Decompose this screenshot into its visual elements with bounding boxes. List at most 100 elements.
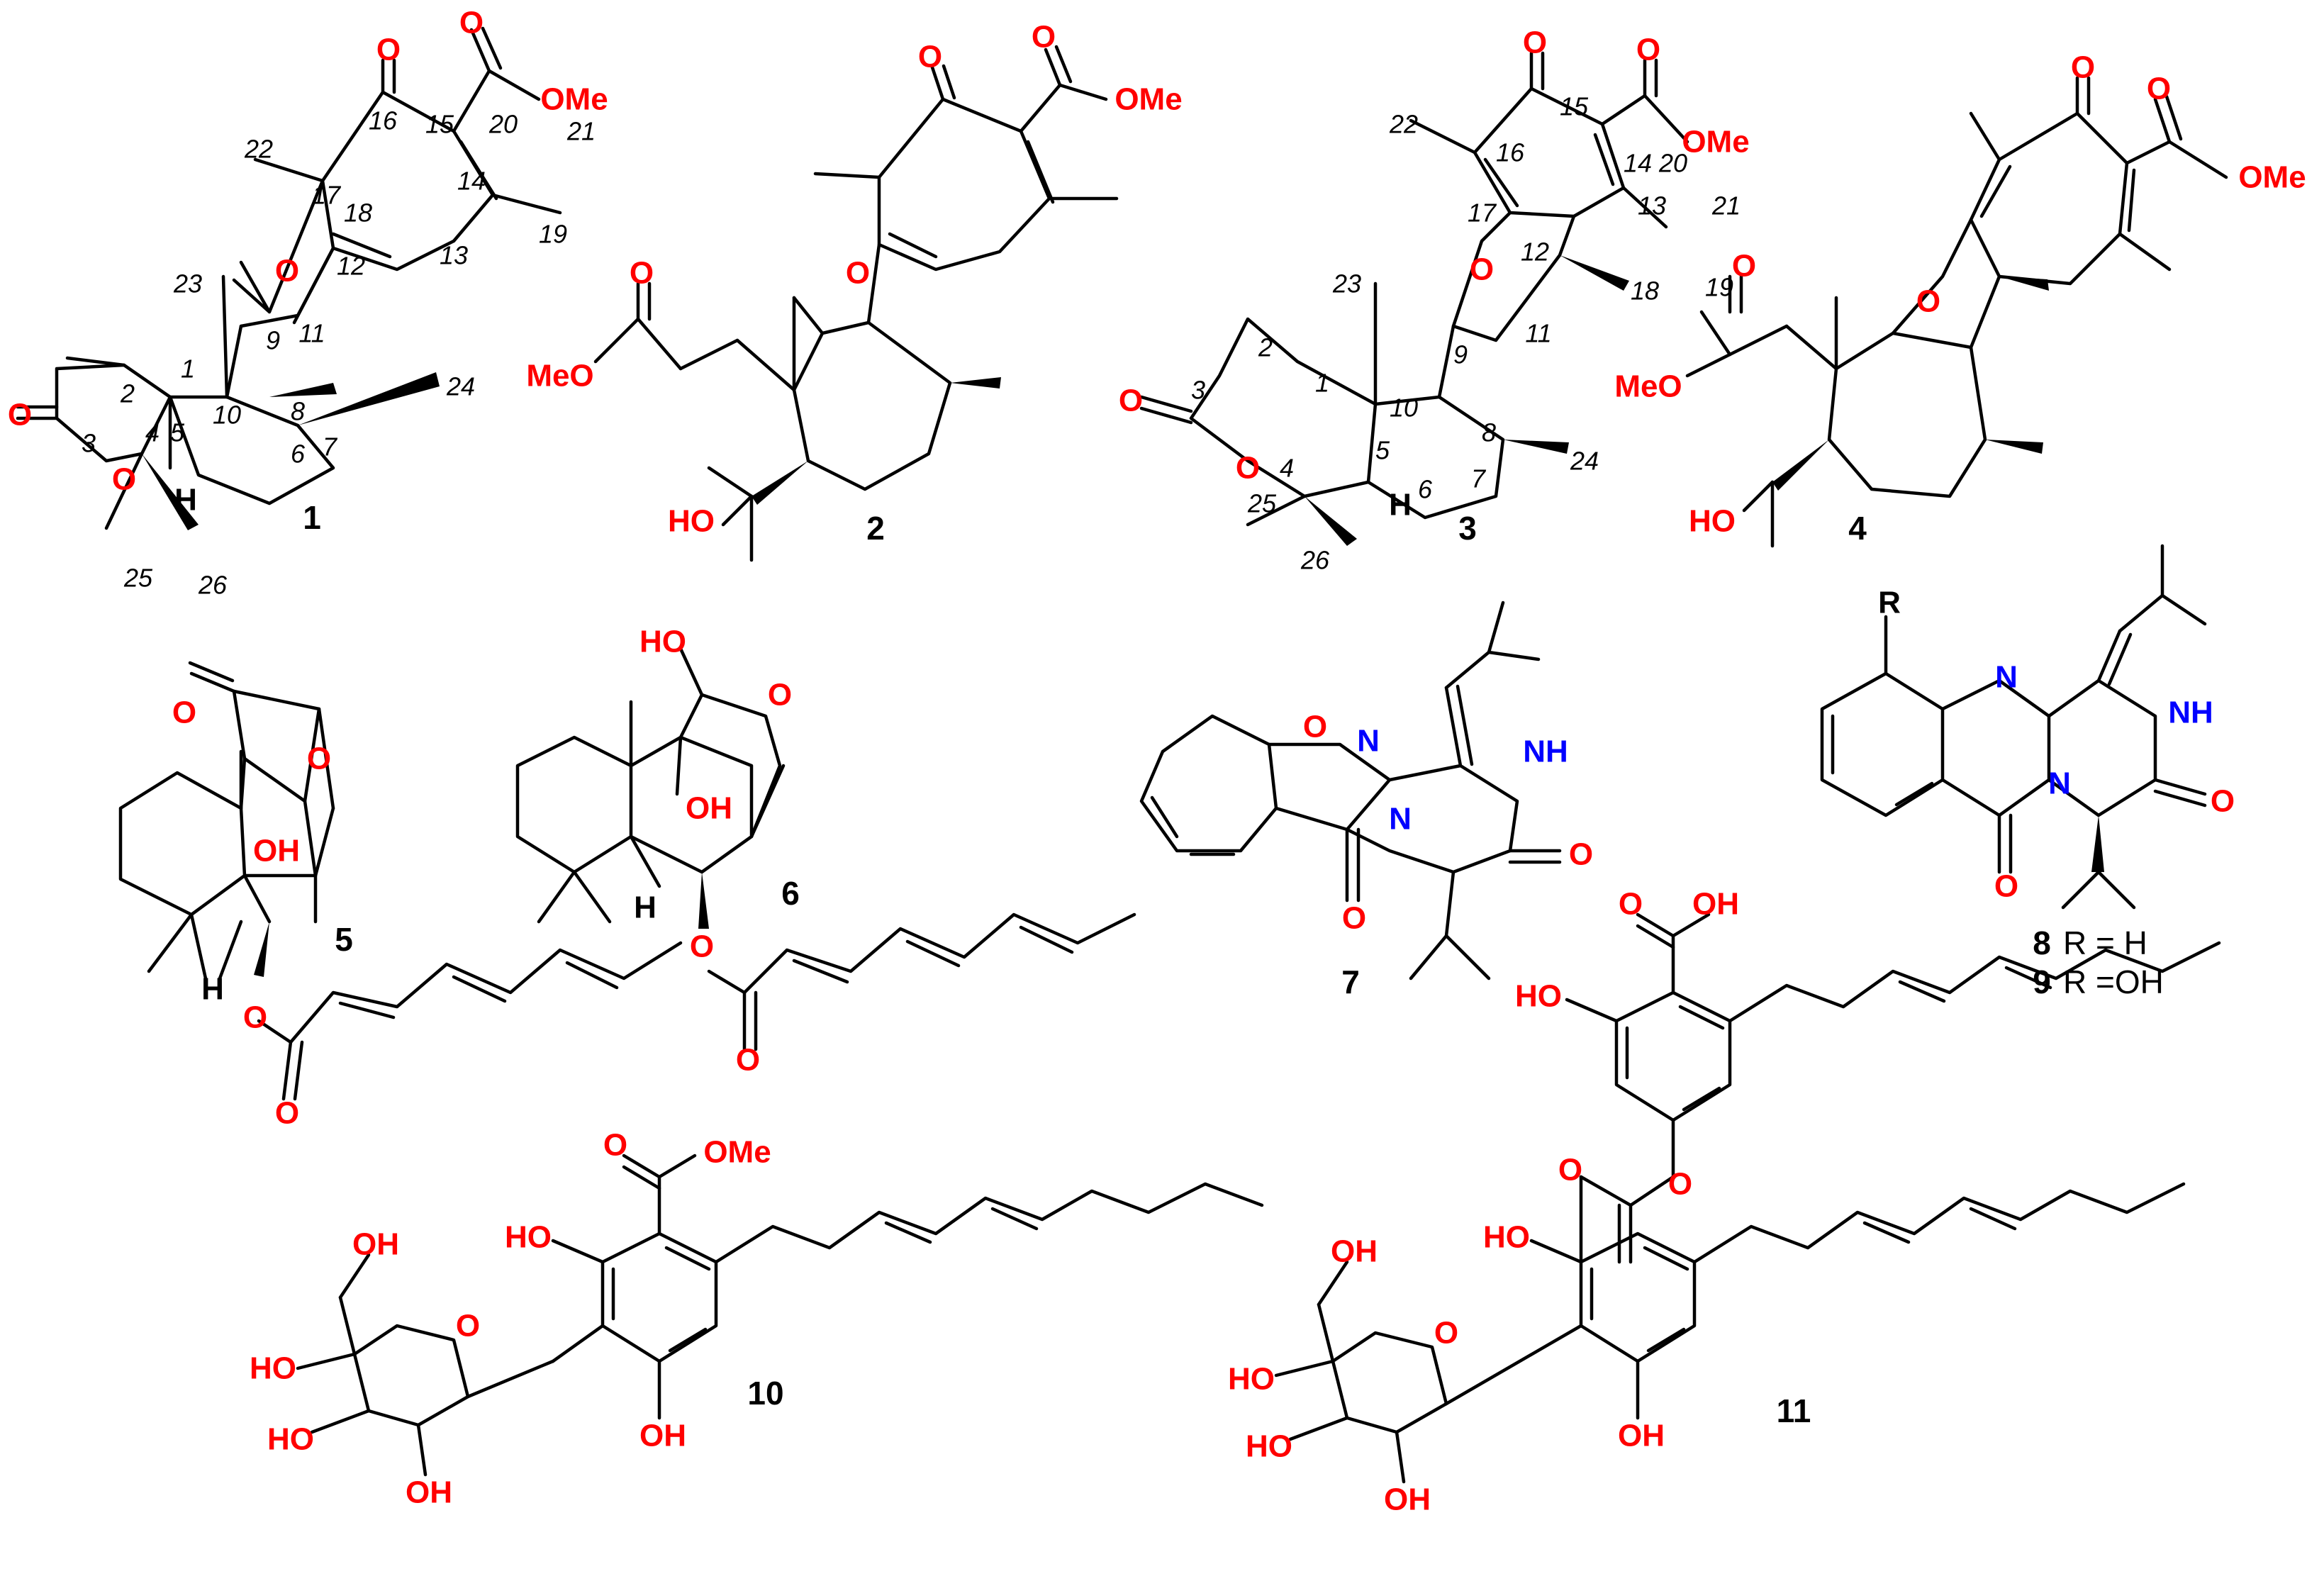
compound-4: O O OMe O O MeO HO 4 (1614, 50, 2306, 548)
r-group-label: R = H (2063, 924, 2147, 961)
atom-o: O (1569, 837, 1593, 872)
atom-o: O (2211, 784, 2235, 819)
atom-o: O (1558, 1153, 1582, 1188)
atom-o: O (1668, 1167, 1692, 1202)
svg-text:7: 7 (323, 432, 338, 462)
svg-text:11: 11 (298, 319, 325, 348)
atom-ho: HO (505, 1220, 552, 1255)
atom-o: O (1636, 33, 1660, 67)
svg-text:26: 26 (198, 571, 228, 600)
svg-text:4: 4 (1280, 454, 1294, 483)
svg-text:9: 9 (1453, 340, 1468, 369)
svg-text:20: 20 (1658, 149, 1687, 178)
svg-text:24: 24 (1570, 447, 1599, 476)
compound-number: 5 (335, 921, 353, 958)
atom-ome: OMe (2238, 160, 2306, 195)
atom-o: O (2071, 50, 2095, 85)
svg-text:8: 8 (291, 397, 305, 426)
svg-text:25: 25 (1247, 489, 1277, 518)
atom-ome: OMe (703, 1135, 771, 1170)
atom-o: O (1619, 887, 1643, 922)
compound-number: 8 (2033, 924, 2051, 961)
svg-text:9: 9 (266, 326, 280, 355)
svg-text:6: 6 (1418, 475, 1433, 504)
svg-text:22: 22 (1389, 110, 1418, 139)
atom-ho: HO (1246, 1429, 1292, 1464)
svg-text:23: 23 (1332, 269, 1361, 298)
svg-text:20: 20 (488, 110, 518, 139)
svg-text:18: 18 (1631, 276, 1659, 306)
atom-o: O (1303, 710, 1327, 744)
compound-number: 6 (781, 875, 800, 912)
atom-oh: OH (1692, 887, 1739, 922)
atom-o: O (376, 33, 401, 67)
svg-text:21: 21 (1711, 191, 1741, 220)
atom-o: O (1342, 901, 1366, 936)
compound-number: 11 (1777, 1392, 1811, 1429)
compound-2: O O OMe O O MeO HO 2 (526, 20, 1183, 562)
atom-oh: OH (1618, 1419, 1665, 1453)
compound-number: 10 (747, 1375, 783, 1412)
atom-n: N (2048, 766, 2071, 801)
atom-o: O (456, 1309, 480, 1343)
compound-6: HO O OH H O O 6 (515, 625, 1136, 1078)
svg-text:3: 3 (82, 429, 96, 458)
atom-h: H (174, 483, 197, 518)
atom-o: O (1916, 284, 1940, 319)
atom-oh: OH (1384, 1482, 1431, 1517)
svg-text:17: 17 (1468, 199, 1497, 228)
svg-text:2: 2 (120, 379, 135, 408)
atom-h: H (1389, 488, 1412, 523)
atom-ome: OMe (1682, 125, 1749, 160)
svg-text:17: 17 (312, 181, 342, 210)
svg-text:2: 2 (1258, 333, 1273, 362)
svg-text:4: 4 (145, 418, 160, 447)
atom-o: O (690, 929, 714, 964)
svg-text:10: 10 (1390, 393, 1418, 423)
atom-ho: HO (250, 1351, 296, 1386)
atom-oh: OH (686, 791, 732, 826)
atom-n: N (1357, 724, 1380, 759)
atom-meo: MeO (1614, 369, 1682, 404)
carbon-numbering: 1 2 3 4 5 6 7 8 9 10 11 12 13 14 15 16 1… (1191, 92, 1741, 575)
svg-text:26: 26 (1300, 546, 1330, 575)
atom-ho: HO (267, 1422, 314, 1457)
atom-o: O (1994, 869, 2018, 904)
svg-text:14: 14 (1624, 149, 1652, 178)
svg-text:15: 15 (1560, 92, 1589, 121)
atom-o: O (275, 254, 299, 289)
svg-text:22: 22 (244, 135, 273, 164)
atom-o: O (1732, 249, 1756, 284)
svg-text:16: 16 (1496, 138, 1525, 167)
svg-text:11: 11 (1525, 319, 1551, 348)
compound-5: O O OH H O O 5 (118, 661, 683, 1131)
svg-text:5: 5 (1375, 436, 1390, 465)
svg-text:13: 13 (1638, 191, 1666, 220)
atom-o: O (1119, 384, 1143, 418)
svg-text:6: 6 (291, 440, 306, 469)
svg-text:7: 7 (1471, 464, 1487, 493)
svg-text:5: 5 (170, 418, 185, 447)
r-group-label: R =OH (2063, 963, 2164, 1000)
atom-h: H (634, 890, 657, 925)
atom-o: O (1523, 26, 1547, 60)
atom-ho: HO (1228, 1362, 1275, 1397)
svg-text:1: 1 (1315, 369, 1329, 398)
svg-text:12: 12 (337, 252, 365, 281)
atom-o: O (630, 256, 654, 291)
compound-7: O N NH N O O 7 (1139, 600, 1593, 1000)
atom-o: O (1470, 252, 1494, 287)
atom-ho: HO (1483, 1220, 1530, 1255)
atom-oh: OH (352, 1227, 399, 1262)
atom-o: O (1032, 20, 1056, 55)
atom-ho: HO (639, 625, 686, 659)
atom-oh: OH (253, 834, 300, 868)
svg-text:8: 8 (1482, 418, 1496, 447)
atom-o: O (846, 256, 870, 291)
atom-nh: NH (2168, 695, 2213, 730)
atom-ho: HO (668, 504, 715, 539)
atom-o: O (459, 6, 484, 40)
compound-number: 4 (1848, 510, 1867, 547)
svg-text:21: 21 (566, 117, 596, 146)
